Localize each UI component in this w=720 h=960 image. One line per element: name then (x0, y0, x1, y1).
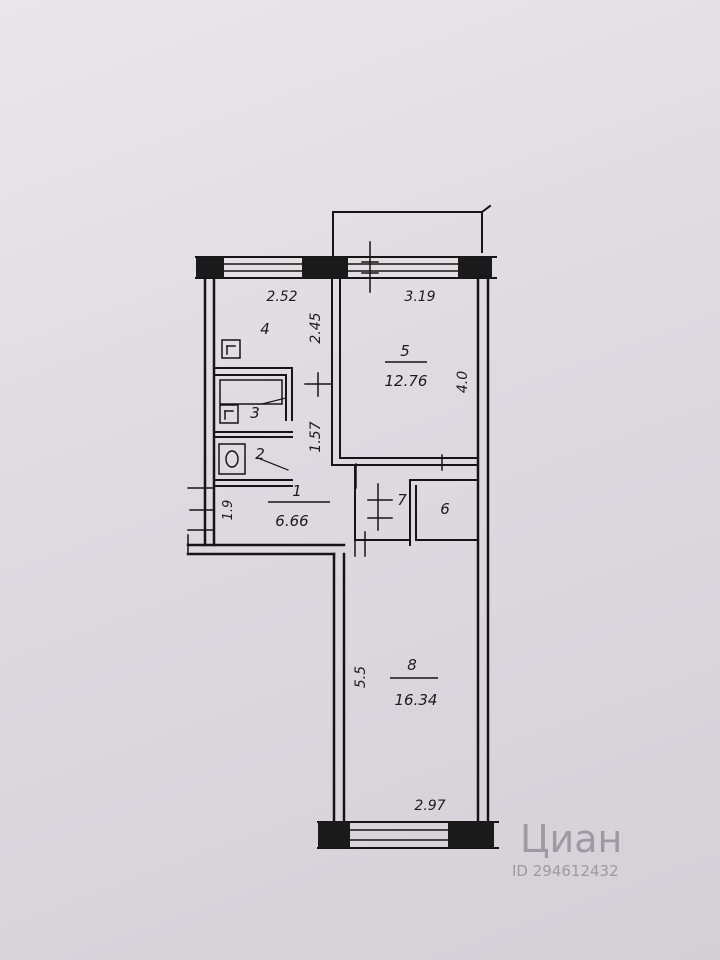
room-8-area: 16.34 (395, 691, 438, 709)
room-7-number: 7 (397, 491, 407, 509)
bath-depth-dimension: 1.57 (308, 421, 324, 452)
room8-window (350, 829, 448, 841)
top-exterior-wall (195, 241, 497, 293)
door-ticks (304, 372, 443, 557)
room5-depth-dimension: 4.0 (455, 371, 471, 393)
room-6-number: 6 (440, 500, 450, 518)
room-4-number: 4 (260, 320, 270, 338)
kitchen-stove-icon (221, 339, 241, 359)
hall-depth-dimension: 1.9 (221, 500, 236, 521)
outer-walls (186, 276, 490, 822)
bathtub-icon (219, 379, 283, 405)
kitchen-width-dimension: 2.52 (266, 289, 297, 305)
room-8-number: 8 (407, 656, 417, 674)
room-5-area: 12.76 (385, 372, 428, 390)
room5-window (348, 263, 458, 272)
room8-width-dimension: 2.97 (414, 798, 445, 814)
room-5-number: 5 (400, 342, 410, 360)
room-2-number: 2 (255, 445, 265, 463)
room8-depth-dimension: 5.5 (353, 666, 369, 688)
entrance-door-marks (187, 487, 215, 555)
bottom-exterior-wall (317, 821, 499, 849)
leader-lines (257, 397, 289, 471)
room-1-area: 6.66 (275, 512, 308, 530)
toilet-icon (218, 443, 246, 475)
washbasin-icon (219, 404, 239, 424)
kitchen-depth-dimension: 2.45 (308, 312, 324, 343)
room5-width-dimension: 3.19 (404, 289, 435, 305)
balcony-outline (332, 204, 492, 257)
room-3-number: 3 (250, 404, 260, 422)
kitchen-window (224, 263, 302, 272)
watermark-brand: Циан (520, 817, 622, 861)
room-1-number: 1 (292, 482, 302, 500)
watermark-id: ID 294612432 (512, 862, 619, 880)
